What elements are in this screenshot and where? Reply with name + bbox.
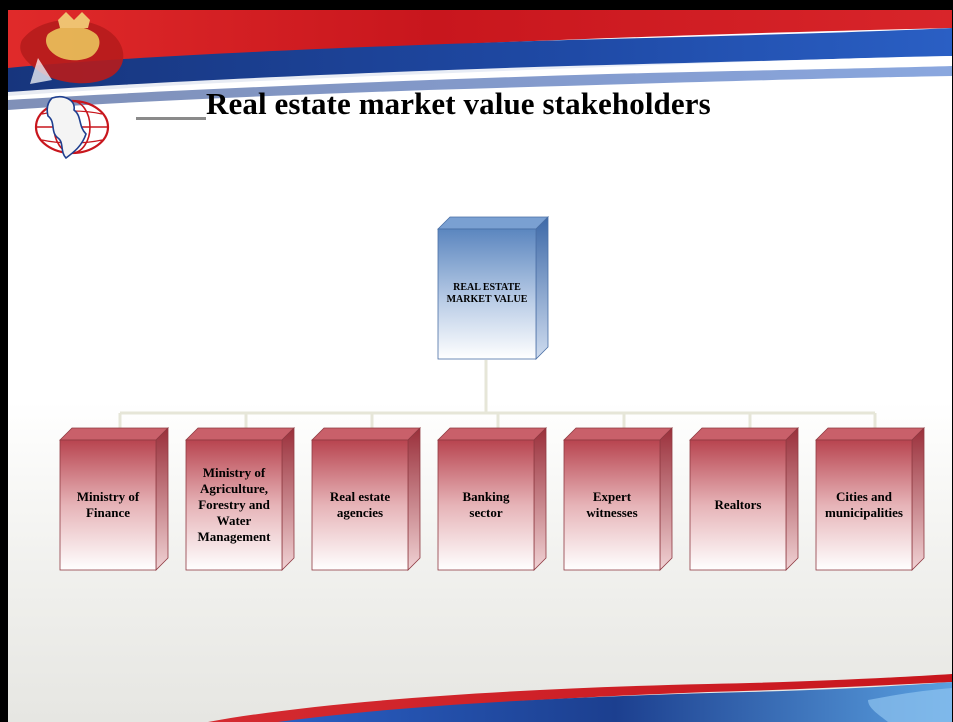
child-node-shape xyxy=(689,427,799,571)
child-node-realtors: Realtors xyxy=(689,427,799,571)
child-node-shape xyxy=(185,427,295,571)
child-node-label: Cities and municipalities xyxy=(824,489,903,520)
title-underline xyxy=(136,117,206,120)
flag-banner-top xyxy=(8,10,952,110)
flag-banner-bottom xyxy=(208,674,952,722)
child-node-shape xyxy=(563,427,673,571)
globe-logo-icon xyxy=(34,95,110,160)
child-node-ministry-of-finance: Ministry of Finance xyxy=(59,427,169,571)
child-node-ministry-of-agriculture: Ministry of Agriculture, Forestry and Wa… xyxy=(185,427,295,571)
child-node-cities-and-municipalities: Cities and municipalities xyxy=(815,427,925,571)
child-node-expert-witnesses: Expert witnesses xyxy=(563,427,673,571)
child-node-label: Ministry of Agriculture, Forestry and Wa… xyxy=(197,465,271,544)
child-node-label: Ministry of Finance xyxy=(76,489,140,520)
slide: Real estate market value stakeholders xyxy=(8,10,952,722)
root-node-label: REAL ESTATE MARKET VALUE xyxy=(446,282,528,305)
slide-title: Real estate market value stakeholders xyxy=(206,86,711,121)
child-node-shape xyxy=(311,427,421,571)
child-node-label: Realtors xyxy=(714,497,762,512)
diagram-connectors xyxy=(118,360,877,428)
child-node-shape xyxy=(437,427,547,571)
child-node-label: Expert witnesses xyxy=(586,489,638,520)
root-node: REAL ESTATE MARKET VALUE xyxy=(437,216,549,360)
root-node-shape xyxy=(437,216,549,360)
child-node-label: Real estate agencies xyxy=(329,489,391,520)
child-node-banking-sector: Banking sector xyxy=(437,427,547,571)
child-node-shape xyxy=(815,427,925,571)
child-node-shape xyxy=(59,427,169,571)
child-node-label: Banking sector xyxy=(462,489,510,520)
child-node-real-estate-agencies: Real estate agencies xyxy=(311,427,421,571)
